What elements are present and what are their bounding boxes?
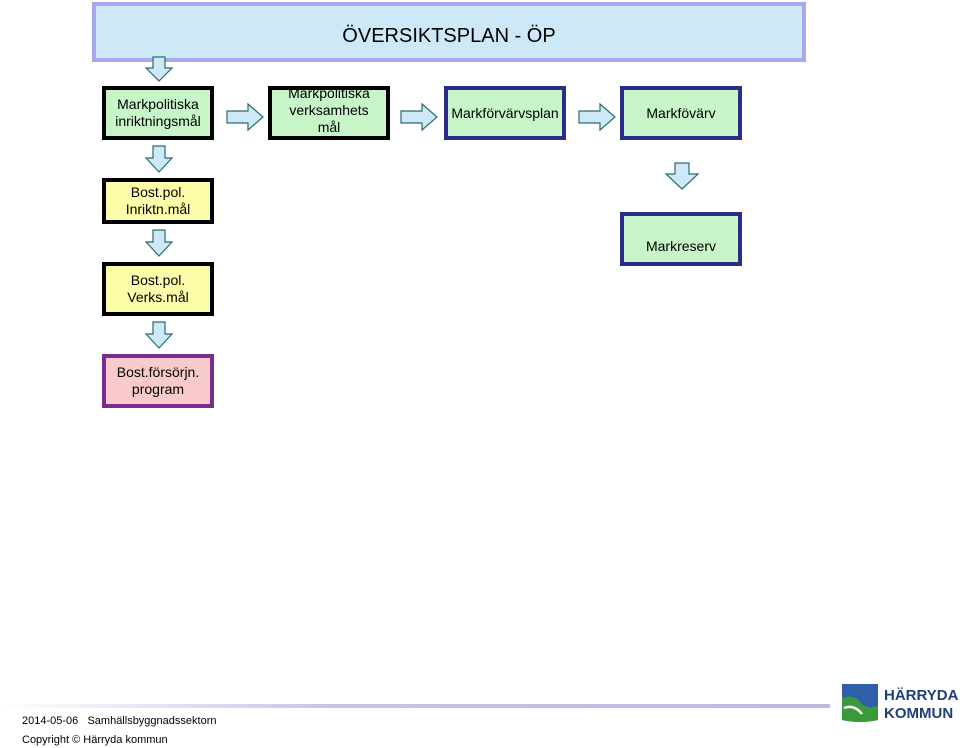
harryda-kommun-logo: HÄRRYDA KOMMUN: [842, 684, 959, 722]
footer-department: Samhällsbyggnadssektorn: [87, 715, 217, 727]
page-title-box: ÖVERSIKTSPLAN - ÖP: [92, 2, 806, 62]
down-arrow-icon: [144, 321, 174, 349]
box-label-line: Inriktn.mål: [125, 201, 191, 217]
markforvarvsplan-box: Markförvärvsplan: [444, 86, 566, 140]
footer-date: 2014-05-06: [22, 715, 79, 727]
box-label-line: Markpolitiska: [117, 96, 199, 112]
box-label-line: Bost.pol.: [130, 272, 186, 288]
footer-copyright: Copyright © Härryda kommun: [22, 734, 168, 746]
right-arrow-icon: [578, 102, 616, 132]
right-arrow-icon: [400, 102, 438, 132]
box-label-line: Bost.pol.: [130, 184, 186, 200]
box-label-line: program: [131, 381, 185, 397]
box-label-line: verksamhets: [289, 101, 369, 118]
down-arrow-icon: [144, 56, 174, 82]
markreserv-box: Markreserv: [620, 212, 742, 266]
box-label: Markfövärv: [646, 104, 716, 121]
markfovarv-box: Markfövärv: [620, 86, 742, 140]
box-label-line: Bost.försörjn.: [116, 364, 200, 380]
svg-text:HÄRRYDA: HÄRRYDA: [884, 687, 959, 704]
markpolitiska-verksamhetsmal-box: Markpolitiska verksamhets mål: [268, 84, 390, 140]
box-label-line: Verks.mål: [127, 289, 189, 305]
bostpol-inriktnmal-box: Bost.pol. Inriktn.mål: [102, 178, 214, 224]
footer-date-line: 2014-05-06 Samhällsbyggnadssektorn: [22, 715, 216, 727]
box-label-line: Markpolitiska: [288, 84, 370, 101]
box-label: Markreserv: [645, 237, 716, 254]
markpolitiska-inriktningsmal-box: Markpolitiska inriktningsmål: [102, 86, 214, 140]
box-label-line: inriktningsmål: [115, 113, 201, 129]
box-label-line: mål: [317, 118, 341, 135]
down-arrow-icon: [144, 145, 174, 173]
page-title: ÖVERSIKTSPLAN - ÖP: [342, 24, 556, 47]
box-label: Markförvärvsplan: [451, 104, 559, 121]
svg-text:KOMMUN: KOMMUN: [884, 705, 953, 722]
bostpol-verksmal-box: Bost.pol. Verks.mål: [102, 262, 214, 316]
right-arrow-icon: [226, 102, 264, 132]
down-arrow-icon: [144, 229, 174, 257]
bostforsorjn-program-box: Bost.försörjn. program: [102, 354, 214, 408]
footer-divider: [0, 704, 830, 708]
down-arrow-icon: [664, 162, 700, 190]
